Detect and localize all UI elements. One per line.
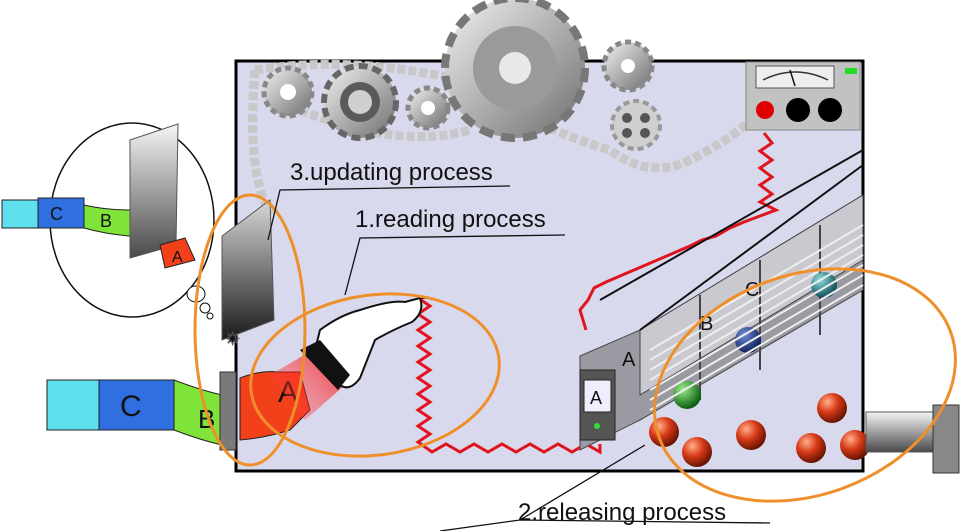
output-pipe bbox=[865, 404, 960, 474]
spark-icon: ✷ bbox=[225, 329, 240, 349]
gear-icon bbox=[261, 65, 315, 119]
bubble-cell-a: A bbox=[172, 249, 183, 266]
label-releasing-process: 2.releasing process bbox=[518, 499, 726, 526]
gear-icon bbox=[441, 0, 589, 142]
sorting-rack bbox=[579, 149, 864, 451]
display-letter: A bbox=[590, 388, 602, 408]
bin-label-c: C bbox=[745, 279, 759, 301]
signal-wire bbox=[415, 296, 602, 455]
bubble-cell-c: C bbox=[50, 204, 63, 224]
signal-wire bbox=[578, 132, 780, 331]
gear-icon bbox=[610, 99, 662, 151]
highlight-releasing bbox=[653, 267, 957, 503]
gear-icon bbox=[321, 63, 399, 141]
cutter-blade-icon bbox=[221, 199, 275, 341]
letter-display bbox=[579, 369, 616, 441]
meter-icon bbox=[745, 61, 861, 131]
highlight-updating bbox=[193, 193, 307, 467]
released-balls bbox=[649, 393, 870, 467]
leader-updating bbox=[267, 185, 511, 241]
tape-cell-c: C bbox=[120, 390, 142, 423]
label-updating-process: 3.updating process bbox=[290, 159, 493, 186]
label-reading-process: 1.reading process bbox=[355, 206, 546, 233]
gear-icon bbox=[405, 85, 451, 131]
bubble-cell-b: B bbox=[100, 211, 112, 231]
scanner-icon bbox=[300, 296, 430, 390]
gear-icon bbox=[601, 39, 655, 93]
bubble-tape bbox=[1, 123, 196, 269]
bin-label-a: A bbox=[622, 349, 636, 371]
leader-reading bbox=[344, 234, 566, 296]
leader-releasing-link bbox=[519, 444, 646, 521]
highlight-reading bbox=[249, 292, 501, 458]
